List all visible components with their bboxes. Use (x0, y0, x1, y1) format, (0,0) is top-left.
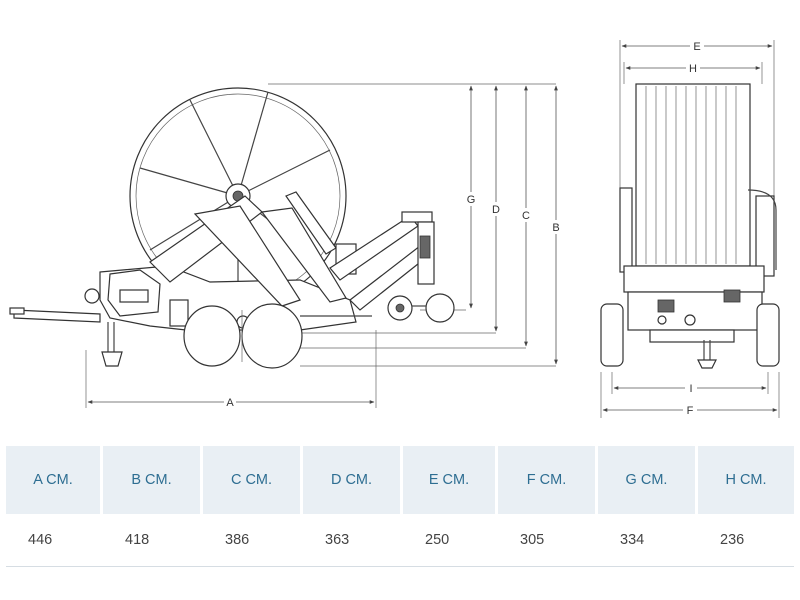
header-a: A CM. (6, 446, 100, 514)
value-b: 418 (125, 532, 150, 548)
header-h: H CM. (698, 446, 794, 514)
header-f: F CM. (498, 446, 595, 514)
value-e: 250 (425, 532, 450, 548)
rear-view: E H I F (600, 39, 780, 418)
header-e: E CM. (403, 446, 495, 514)
header-d: D CM. (303, 446, 400, 514)
header-g: G CM. (598, 446, 695, 514)
header-c: C CM. (203, 446, 300, 514)
dim-label-b: B (552, 222, 559, 234)
dim-label-e: E (693, 41, 700, 53)
wheels (183, 303, 303, 369)
dim-label-d: D (492, 204, 500, 216)
header-b: B CM. (103, 446, 200, 514)
dimensions-table: A CM. B CM. C CM. D CM. E CM. F CM. G CM… (6, 446, 794, 567)
table-header-row: A CM. B CM. C CM. D CM. E CM. F CM. G CM… (6, 446, 794, 514)
drawbar (9, 307, 123, 367)
value-f: 305 (520, 532, 545, 548)
side-view: G D C B A (9, 83, 563, 409)
dim-label-f: F (687, 405, 694, 417)
value-c: 386 (225, 532, 250, 548)
rear-frame (600, 265, 780, 369)
value-g: 334 (620, 532, 645, 548)
gun-cart-arm (329, 211, 455, 323)
technical-drawing: G D C B A (9, 39, 780, 418)
dim-label-i: I (689, 383, 692, 395)
dim-label-h: H (689, 63, 697, 75)
value-a: 446 (28, 532, 53, 548)
table-value-row: 446 418 386 363 250 305 334 236 (6, 514, 794, 567)
dim-label-c: C (522, 210, 530, 222)
chassis-frame (84, 191, 372, 331)
drum-rear (619, 83, 777, 277)
value-d: 363 (325, 532, 350, 548)
dim-label-a: A (226, 397, 234, 409)
value-h: 236 (720, 532, 745, 548)
dim-label-g: G (467, 194, 476, 206)
